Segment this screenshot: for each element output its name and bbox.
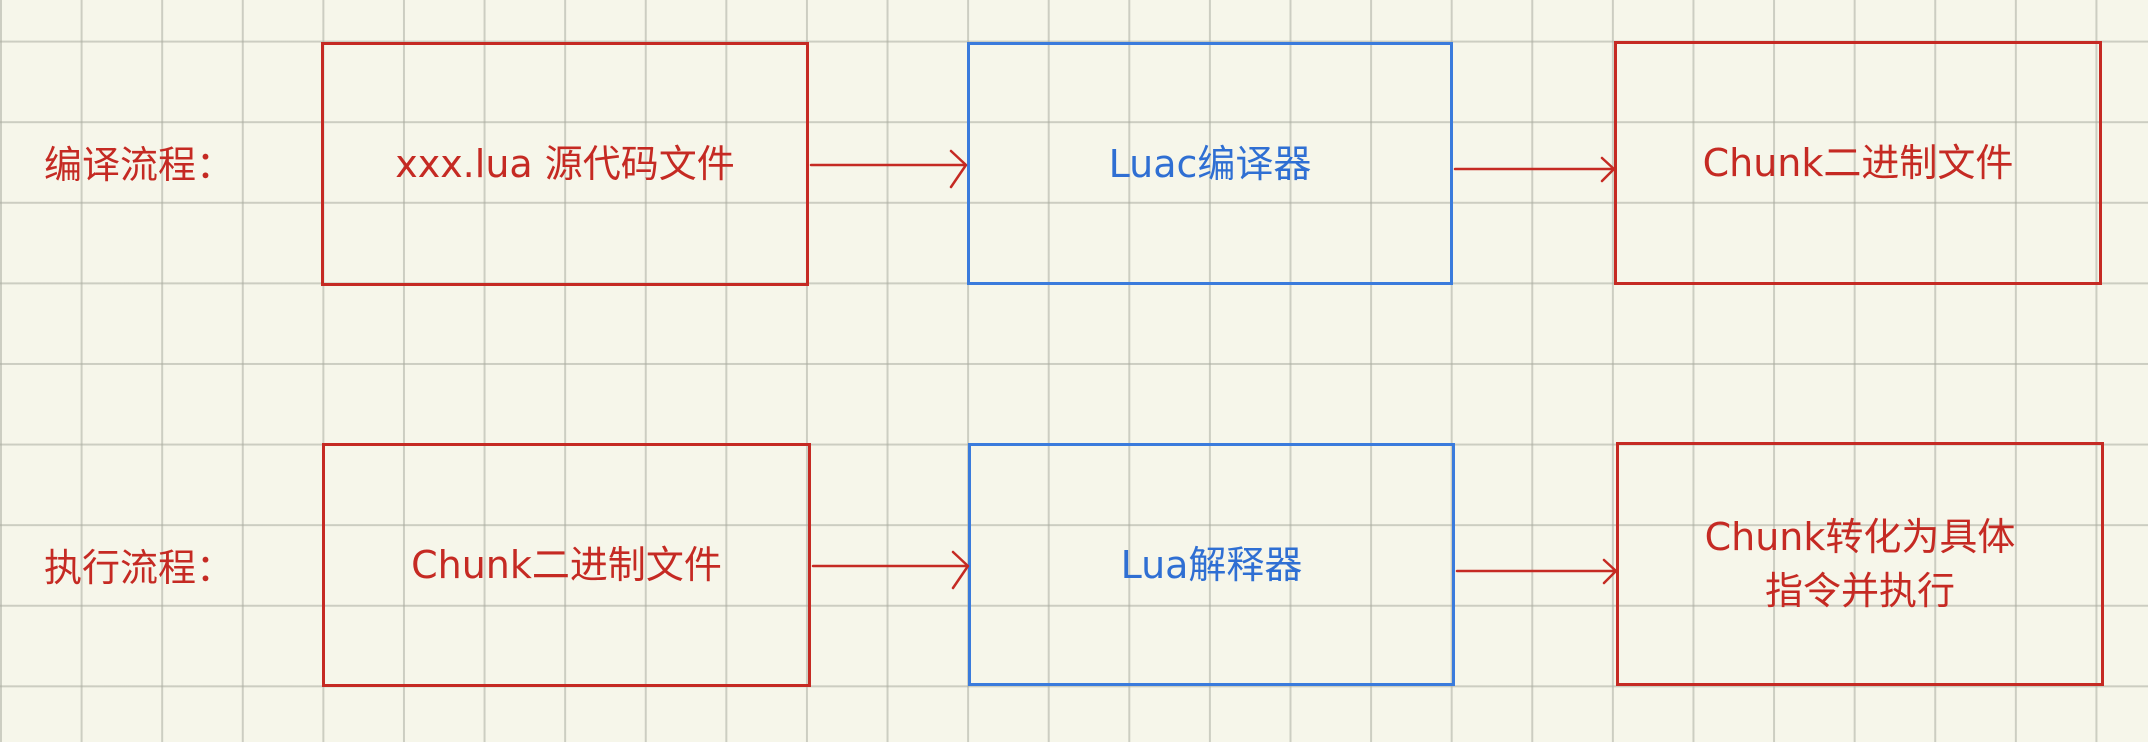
arrow-compiler-to-chunk [1453,156,1616,183]
arrow-chunk-to-interpreter [811,550,970,590]
execute-instructions-node[interactable]: Chunk转化为具体 指令并执行 [1616,442,2104,686]
execute-flow-label: 执行流程： [44,546,235,590]
lua-interpreter-node[interactable]: Lua解释器 [968,443,1455,686]
compile-flow-label: 编译流程： [44,143,235,187]
arrow-interpreter-to-execute [1455,558,1618,585]
chunk-binary-input-node[interactable]: Chunk二进制文件 [322,443,811,687]
luac-compiler-node[interactable]: Luac编译器 [967,42,1453,285]
arrow-source-to-compiler [809,149,968,189]
source-file-node[interactable]: xxx.lua 源代码文件 [321,42,809,286]
chunk-binary-output-node[interactable]: Chunk二进制文件 [1614,41,2102,285]
